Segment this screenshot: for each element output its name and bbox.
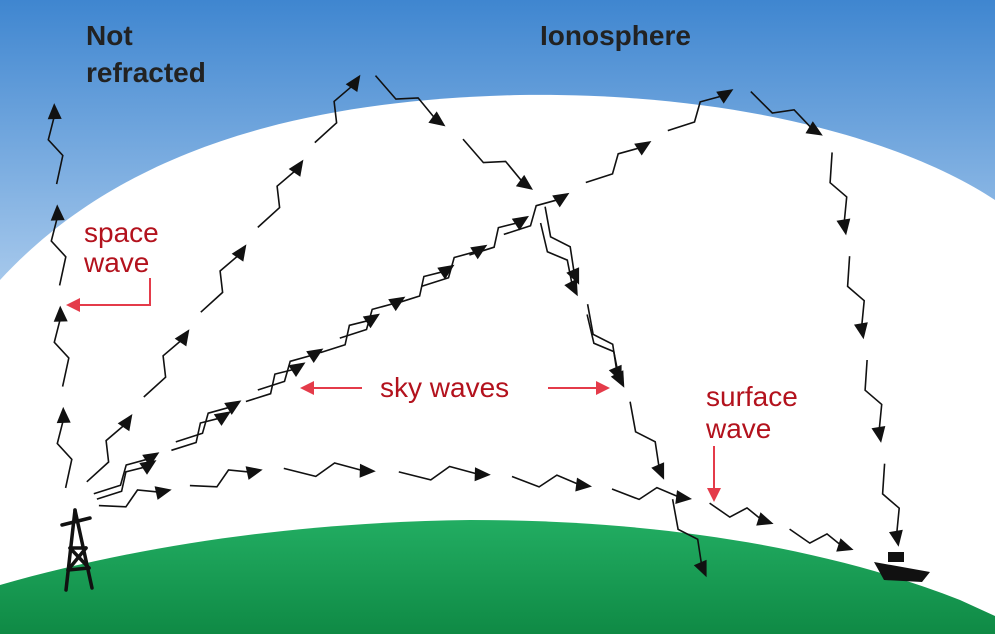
arrow-head-icon	[306, 348, 324, 363]
wave-squiggle	[283, 462, 365, 478]
wave-squiggle	[98, 489, 161, 508]
sky-waves-right-pointer	[548, 381, 610, 395]
wave-squiggle	[667, 94, 724, 132]
space-wave-label-line2: wave	[83, 247, 149, 278]
sky-waves-label: sky waves	[380, 372, 509, 403]
arrow-head-icon	[142, 452, 160, 467]
space-wave-pointer	[66, 278, 151, 312]
wave-squiggle	[56, 418, 73, 489]
wave-squiggle	[829, 152, 848, 224]
radio-tower-icon	[60, 508, 94, 592]
arrow-head-icon	[675, 490, 692, 504]
wave-squiggle	[257, 168, 298, 228]
wave-squiggle	[245, 368, 296, 403]
ship-icon	[874, 552, 930, 582]
arrow-head-icon	[231, 244, 247, 262]
wave-squiggle	[462, 138, 524, 184]
arrow-head-icon	[117, 414, 133, 432]
arrow-head-icon	[871, 426, 886, 443]
atmosphere-dome	[0, 94, 995, 634]
arrow-head-icon	[651, 462, 665, 480]
wave-squiggle	[189, 469, 252, 488]
arrow-head-icon	[288, 159, 304, 177]
arrow-head-icon	[716, 89, 734, 104]
arrow-head-icon	[245, 466, 263, 480]
wave-squiggle	[611, 486, 681, 501]
arrow-head-icon	[288, 362, 306, 377]
wave-squiggle	[629, 401, 661, 469]
arrow-head-icon	[362, 313, 380, 329]
space-wave-label: space	[84, 217, 159, 248]
surface-wave-label-line2: wave	[705, 413, 771, 444]
wave-squiggle	[586, 314, 620, 378]
wave-squiggle	[86, 423, 127, 483]
wave-squiggle	[175, 406, 232, 443]
earth-surface	[0, 520, 995, 634]
arrow-head-icon	[836, 538, 854, 552]
wave-squiggle	[511, 474, 581, 488]
arrow-head-icon	[564, 278, 578, 297]
arrow-head-icon	[511, 215, 529, 231]
sky-waves-left-pointer	[300, 381, 362, 395]
wave-squiggle	[846, 256, 866, 328]
arrow-head-icon	[610, 370, 625, 388]
arrow-head-icon	[889, 529, 903, 547]
wave-paths	[47, 74, 903, 578]
wave-squiggle	[50, 216, 67, 286]
arrow-head-icon	[154, 486, 172, 500]
not-refracted-label-line2: refracted	[86, 57, 206, 88]
arrow-head-icon	[474, 467, 491, 482]
arrow-head-icon	[836, 218, 851, 236]
arrow-head-icon	[756, 512, 774, 526]
not-refracted-label: Not	[86, 20, 133, 51]
wave-squiggle	[53, 317, 70, 387]
wave-squiggle	[539, 222, 574, 286]
arrow-head-icon	[805, 121, 823, 136]
wave-squiggle	[171, 417, 222, 452]
wave-squiggle	[585, 146, 642, 184]
wave-squiggle	[709, 502, 763, 521]
arrow-head-icon	[139, 460, 157, 475]
arrow-head-icon	[47, 103, 62, 120]
arrow-head-icon	[854, 322, 868, 340]
wave-squiggle	[750, 91, 814, 130]
surface-wave-pointer	[707, 446, 721, 502]
arrow-head-icon	[213, 411, 231, 426]
arrow-head-icon	[359, 463, 376, 478]
arrow-head-icon	[53, 305, 68, 322]
wave-squiggle	[398, 465, 480, 481]
wave-squiggle	[47, 114, 64, 185]
arrow-head-icon	[693, 559, 707, 578]
wave-squiggle	[881, 463, 901, 535]
wave-squiggle	[864, 359, 883, 432]
arrow-head-icon	[174, 329, 190, 347]
wave-squiggle	[671, 499, 703, 567]
wave-squiggle	[96, 465, 147, 500]
arrow-head-icon	[224, 400, 242, 415]
arrow-head-icon	[56, 406, 71, 424]
wave-squiggle	[469, 221, 520, 256]
wave-squiggle	[320, 319, 371, 354]
wave-squiggle	[503, 198, 560, 236]
arrow-head-icon	[345, 74, 361, 92]
wave-squiggle	[374, 75, 437, 120]
wave-squiggle	[200, 253, 241, 313]
wave-squiggle	[394, 270, 445, 305]
wave-squiggle	[143, 338, 184, 398]
wave-squiggle	[314, 84, 355, 144]
arrow-head-icon	[575, 477, 592, 492]
wave-squiggle	[544, 206, 576, 274]
surface-wave-label: surface	[706, 381, 798, 412]
arrow-head-icon	[50, 204, 65, 221]
wave-squiggle	[789, 528, 843, 547]
arrow-head-icon	[515, 174, 533, 190]
wave-squiggle	[93, 457, 150, 495]
arrow-head-icon	[552, 192, 570, 208]
ionosphere-label: Ionosphere	[540, 20, 691, 51]
arrow-head-icon	[634, 141, 652, 156]
arrow-head-icon	[437, 264, 455, 280]
arrow-head-icon	[428, 111, 446, 127]
